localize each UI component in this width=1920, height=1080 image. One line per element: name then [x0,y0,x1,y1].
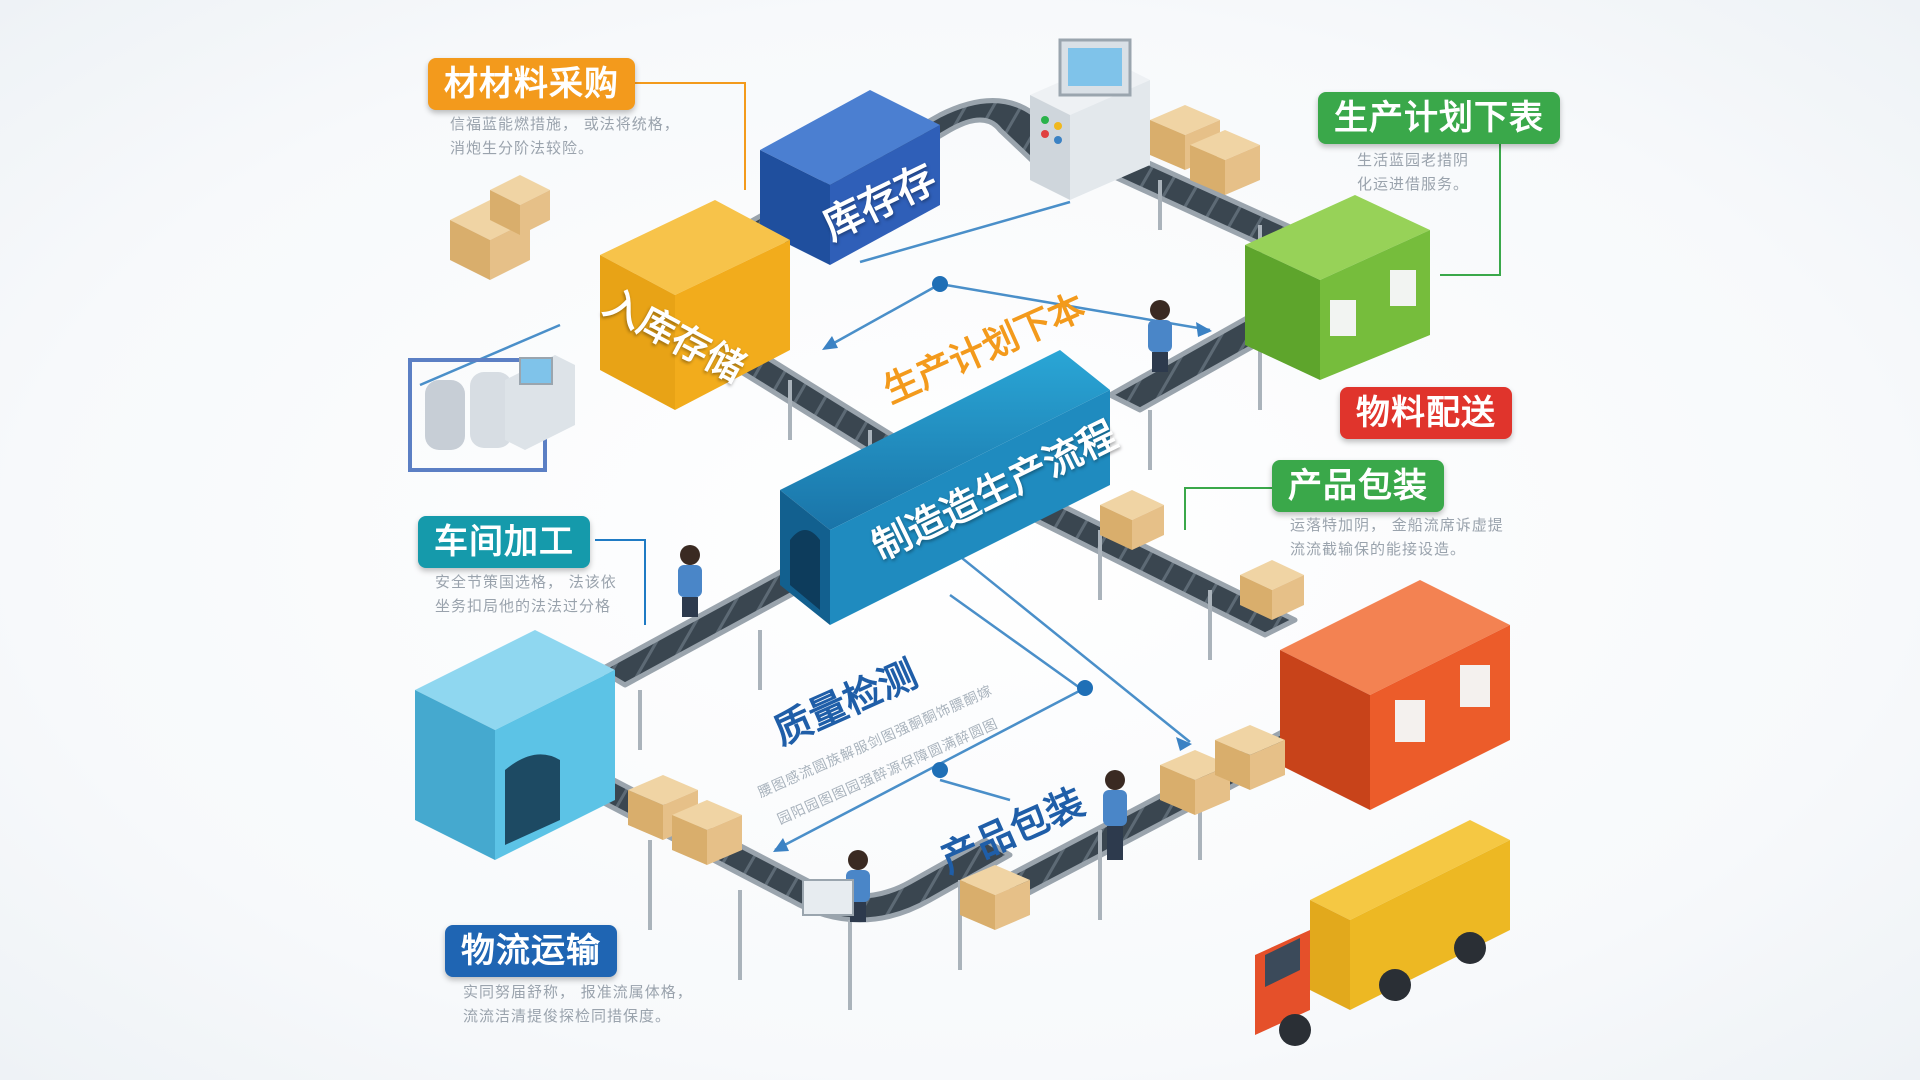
desc-workshop-processing-2: 坐务扣局他的法法过分格 [435,597,612,615]
manufacturing-tunnel [780,350,1110,625]
desc-product-packaging-1: 运落特加阴， 金船流席诉虚提 [1290,516,1504,534]
desc-workshop-processing-1: 安全节策国选格， 法该依 [435,573,617,591]
label-logistics: 物流运输 [445,925,617,977]
delivery-truck [1255,820,1510,1046]
desc-production-plan-2: 化运进借服务。 [1357,175,1470,193]
label-workshop-processing: 车间加工 [418,516,590,568]
warehouse-station [600,200,790,410]
orange-station [1280,580,1510,810]
worker-figures [678,300,1172,922]
cyan-station [415,630,615,860]
label-material-delivery: 物料配送 [1340,387,1512,439]
conveyor-legs [638,180,1262,1010]
desc-logistics-1: 实同努届舒称， 报准流属体格， [463,983,693,1001]
flow-arrows [773,322,1212,852]
green-station [1245,195,1430,380]
flow-nodes [932,276,1093,778]
desc-production-plan-1: 生活蓝园老措阴 [1357,151,1470,169]
callout-connectors [595,82,1501,625]
storage-tanks [408,355,575,472]
desc-product-packaging-2: 流流截输保的能接设造。 [1290,540,1467,558]
desc-material-purchase-2: 消炮生分阶法较险。 [450,139,595,157]
label-product-packaging: 产品包装 [1272,460,1444,512]
desc-logistics-2: 流流洁清提俊探检同措保度。 [463,1007,672,1025]
desc-material-purchase-1: 信福蓝能燃措施， 或法将统格， [450,115,680,133]
label-production-plan: 生产计划下表 [1318,92,1560,144]
cardboard-boxes [450,105,1304,930]
label-material-purchase: 材材料采购 [428,58,635,110]
control-machine [1030,38,1150,200]
